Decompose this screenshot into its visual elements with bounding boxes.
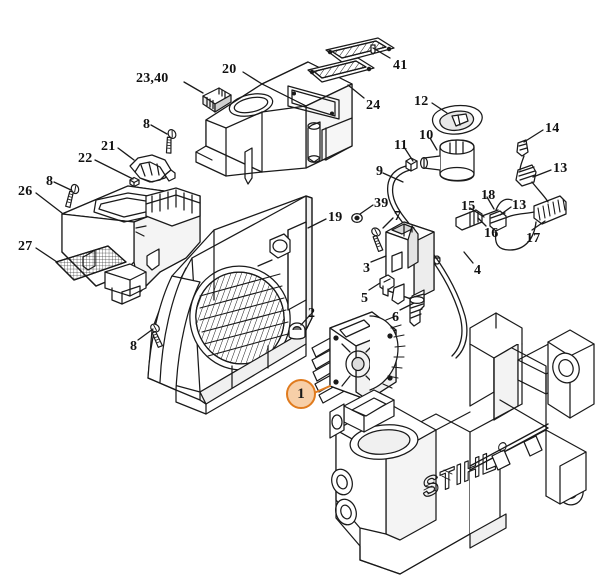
label-24-leader (347, 84, 365, 99)
label-8-c: 8 (130, 339, 138, 354)
label-27-leader (35, 247, 58, 263)
label-16-leader (477, 217, 487, 227)
label-6-leader (399, 302, 415, 311)
label-3: 3 (363, 261, 371, 276)
label-23-40: 23,40 (136, 71, 169, 86)
label-15: 15 (461, 199, 476, 214)
part-24-nameplate (307, 57, 375, 83)
label-8-b-leader (53, 181, 72, 191)
part-3-ignition-coil (385, 221, 441, 307)
part-22-nut (129, 176, 140, 188)
label-8-a: 8 (143, 117, 151, 132)
label-13-b: 13 (512, 198, 527, 213)
label-4-leader (463, 251, 474, 264)
part-14-terminal (516, 139, 529, 157)
callout-1[interactable]: 1 (286, 379, 316, 409)
label-17-leader (531, 220, 546, 231)
crankcase-assembly (329, 312, 595, 575)
label-10-leader (429, 137, 438, 151)
label-12-leader (431, 102, 448, 114)
label-24: 24 (366, 98, 381, 113)
part-12-grommet (431, 104, 483, 135)
label-13-a-leader (532, 169, 552, 178)
label-8-a-leader (150, 124, 168, 135)
part-17-spring (533, 195, 567, 225)
label-19: 19 (328, 210, 343, 225)
label-11: 11 (394, 138, 408, 153)
part-41-pin (370, 44, 376, 55)
label-18-leader (486, 196, 495, 210)
label-23-40-leader (183, 81, 204, 94)
label-26-leader (35, 192, 63, 214)
label-11-leader (403, 146, 414, 162)
label-2-leader (300, 314, 311, 326)
part-11-nut (405, 157, 418, 172)
label-15-leader (469, 207, 485, 218)
label-10: 10 (419, 128, 434, 143)
label-22-leader (94, 159, 134, 180)
label-6: 6 (392, 310, 400, 325)
label-5-leader (368, 282, 381, 291)
label-14: 14 (545, 121, 560, 136)
label-9-leader (382, 172, 404, 183)
label-5: 5 (361, 291, 369, 306)
label-39-leader (359, 204, 374, 215)
label-19-leader (307, 218, 327, 229)
part-18-wire (495, 198, 513, 211)
label-27: 27 (18, 239, 33, 254)
part-small-bracket (104, 263, 147, 305)
label-12: 12 (414, 94, 429, 109)
label-3-leader (370, 255, 387, 263)
cable-harness (494, 155, 549, 251)
part-39-washer (351, 212, 363, 224)
label-7: 7 (394, 209, 402, 224)
callout-1-leader (313, 385, 331, 394)
part-21-bracket (129, 154, 176, 183)
part-19-fan-housing (147, 195, 313, 415)
label-8-b: 8 (46, 174, 54, 189)
label-13-a: 13 (553, 161, 568, 176)
label-39: 39 (374, 196, 389, 211)
part-5-clip (379, 274, 395, 297)
label-22: 22 (78, 151, 93, 166)
label-20-leader (242, 71, 263, 85)
part-20-top-shroud (195, 61, 353, 185)
part-2-flywheel-nut (288, 322, 306, 340)
part-1-flywheel (311, 311, 406, 404)
label-26: 26 (18, 184, 33, 199)
label-14-leader (523, 129, 544, 143)
part-27-filter-screen (55, 245, 127, 281)
label-4: 4 (474, 263, 482, 278)
label-18: 18 (481, 188, 496, 203)
part-6-spark-plug-boot (409, 293, 425, 327)
part-23-40-connector (202, 87, 232, 113)
label-17: 17 (526, 231, 541, 246)
label-20: 20 (222, 62, 237, 77)
part-10-fitting (419, 139, 475, 182)
part-41-nameplate (325, 37, 395, 63)
part-13-ferrule-upper (515, 164, 537, 187)
label-41: 41 (393, 58, 408, 73)
label-21-leader (117, 147, 135, 161)
label-13-b-leader (499, 206, 512, 216)
label-9: 9 (376, 164, 384, 179)
label-7-leader (382, 217, 394, 229)
label-2: 2 (308, 306, 316, 321)
label-41-leader (372, 47, 391, 59)
label-16: 16 (484, 226, 499, 241)
label-8-c-leader (137, 328, 154, 341)
label-21: 21 (101, 139, 116, 154)
